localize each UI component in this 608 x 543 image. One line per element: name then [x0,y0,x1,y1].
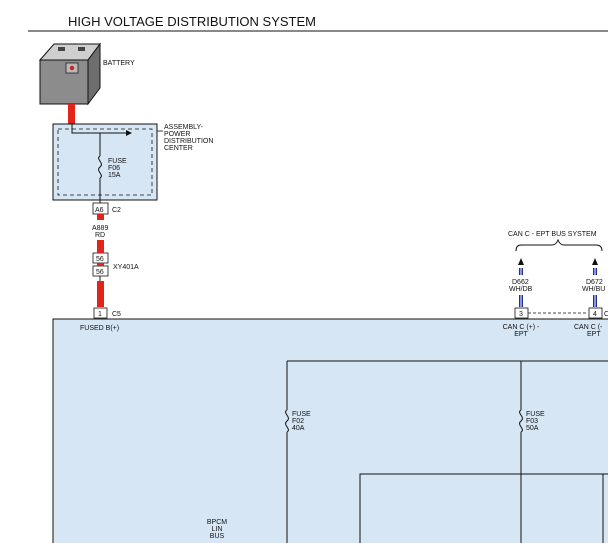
svg-text:50A: 50A [526,425,539,432]
fused-bplus-label: FUSED B(+) [80,325,119,332]
connector-c2-pin-label: A6 [95,207,104,214]
connector-c5-name: C5 [112,311,121,318]
battery-icon [38,42,101,106]
can-left-color: WH/DB [509,286,533,293]
connector-c2-name: C2 [112,207,121,214]
wire-segment [97,240,104,253]
svg-text:BPCM: BPCM [207,519,227,526]
svg-text:EPT: EPT [514,331,528,338]
can-right-pin [588,307,603,319]
svg-text:FUSE: FUSE [108,158,127,165]
can-right-label: CAN C (- EPT [574,324,603,338]
fuse-f02-icon [285,409,289,433]
svg-text:F06: F06 [108,165,120,172]
svg-text:FUSE: FUSE [292,411,311,418]
svg-text:DISTRIBUTION: DISTRIBUTION [164,138,213,145]
inline-pin-bottom-label: 56 [96,269,104,276]
svg-text:BUS: BUS [210,533,225,540]
can-bus-bracket [515,238,603,252]
svg-text:EPT: EPT [587,331,601,338]
svg-text:F03: F03 [526,418,538,425]
internal-sub-box [359,473,608,543]
power-distribution-center [52,123,158,201]
can-left-circuit: D662 [512,279,529,286]
can-bus-system-label: CAN C - EPT BUS SYSTEM [508,231,597,238]
can-right-circuit: D672 [586,279,603,286]
bpcm-lin-bus-label: BPCM LIN BUS [207,519,227,540]
fuse-f06-icon [98,155,102,179]
fuse-f03-icon [519,409,523,433]
wire-segment [97,281,104,307]
wire-circuit-label: A889 [92,225,108,232]
pdc-label: ASSEMBLY- POWER DISTRIBUTION CENTER [164,124,213,152]
inline-pin-top-label: 56 [96,256,104,263]
svg-text:CAN C (-: CAN C (- [574,324,603,331]
fuse-f03-label: FUSE F03 50A [526,411,545,432]
wire-battery-pdc [68,104,75,125]
connector-c5-pin [93,307,108,319]
page-title: HIGH VOLTAGE DISTRIBUTION SYSTEM [68,14,316,29]
pdc-inner-boundary [57,128,153,196]
can-right-arrow-icon [592,258,598,265]
fuse-f02-label: FUSE F02 40A [292,411,311,432]
wire-color-label: RD [95,232,105,239]
module-body [52,318,608,543]
svg-text:15A: 15A [108,172,121,179]
wire-segment [97,214,104,220]
wire-segment [97,263,104,266]
svg-text:LIN: LIN [212,526,223,533]
can-right-color: WH/BU [582,286,605,293]
battery-label: BATTERY [103,60,135,67]
can-left-arrow-icon [518,258,524,265]
pdc-bus-arrow [71,124,126,134]
fuse-f06-label: FUSE F06 15A [108,158,127,179]
svg-text:FUSE: FUSE [526,411,545,418]
svg-text:POWER: POWER [164,131,190,138]
can-left-label: CAN C (+) - EPT [503,324,540,338]
connector-c5-pin-label: 1 [98,311,102,318]
inline-connector-name: XY401A [113,264,139,271]
svg-text:CENTER: CENTER [164,145,193,152]
svg-text:CAN C (+) -: CAN C (+) - [503,324,540,331]
svg-text:40A: 40A [292,425,305,432]
svg-text:ASSEMBLY-: ASSEMBLY- [164,124,204,131]
svg-text:F02: F02 [292,418,304,425]
can-left-pin-label: 3 [519,311,523,318]
can-right-pin-label: 4 [593,311,597,318]
can-right-connector-partial: C [604,311,608,318]
